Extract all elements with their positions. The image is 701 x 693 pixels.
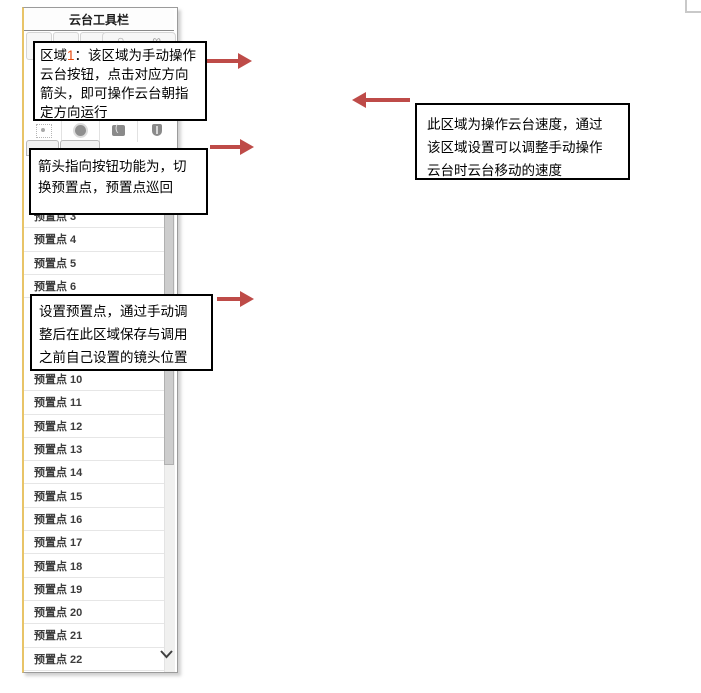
ptz-option-row [24,118,175,142]
preset-list-item[interactable]: 预置点 14 [24,461,164,485]
preset-list-item[interactable]: 预置点 4 [24,228,164,252]
chevron-down-icon [160,649,173,658]
callout-area1: 区域1：该区域为手动操作云台按钮，点击对应方向箭头，即可操作云台朝指定方向运行 [33,41,207,121]
callout-area1-text: ：该区域为手动操作云台按钮，点击对应方向箭头，即可操作云台朝指定方向运行 [40,48,197,120]
preset-list-item[interactable]: 预置点 12 [24,414,164,438]
callout-speed-note: 此区域为操作云台速度，通过 该区域设置可以调整手动操作 云台时云台移动的速度 [415,103,630,180]
iris-button[interactable] [62,118,100,142]
preset-list-item[interactable]: 预置点 10 [24,368,164,392]
panel-title: 云台工具栏 [24,8,174,31]
shield-icon [151,124,162,136]
preset-list-item[interactable]: 预置点 20 [24,600,164,625]
preset-list-item[interactable]: 预置点 18 [24,554,164,578]
zoom-icon [112,123,125,136]
zoom-button[interactable] [100,118,138,142]
preset-list-item[interactable]: 预置点 15 [24,484,164,508]
scroll-down-button[interactable] [158,646,175,662]
callout-area1-prefix: 区域 [40,48,67,63]
iris-icon [75,124,86,136]
focus-icon [35,124,52,138]
callout-tab-note: 箭头指向按钮功能为，切 换预置点，预置点巡回 [29,148,208,215]
guard-button[interactable] [138,118,175,142]
preset-list-item[interactable]: 预置点 16 [24,507,164,532]
preset-list-item[interactable]: 预置点 11 [24,391,164,415]
window-corner-mark [685,0,701,13]
iris-glyph-icon: ○ [117,33,125,47]
callout-preset-note: 设置预置点，通过手动调 整后在此区域保存与调用 之前自己设置的镜头位置 [30,294,213,371]
preset-list-item[interactable]: 预置点 5 [24,251,164,275]
preset-list-item[interactable]: 预置点 22 [24,647,164,671]
callout-area1-number: 1 [67,48,75,63]
focus-glyph-icon: ∞ [152,33,161,47]
focus-button[interactable] [24,118,62,142]
preset-list-item[interactable]: 预置点 21 [24,624,164,648]
preset-list-item[interactable]: 预置点 19 [24,577,164,601]
preset-list-item[interactable]: 预置点 13 [24,437,164,462]
preset-list-item[interactable]: 预置点 17 [24,531,164,555]
